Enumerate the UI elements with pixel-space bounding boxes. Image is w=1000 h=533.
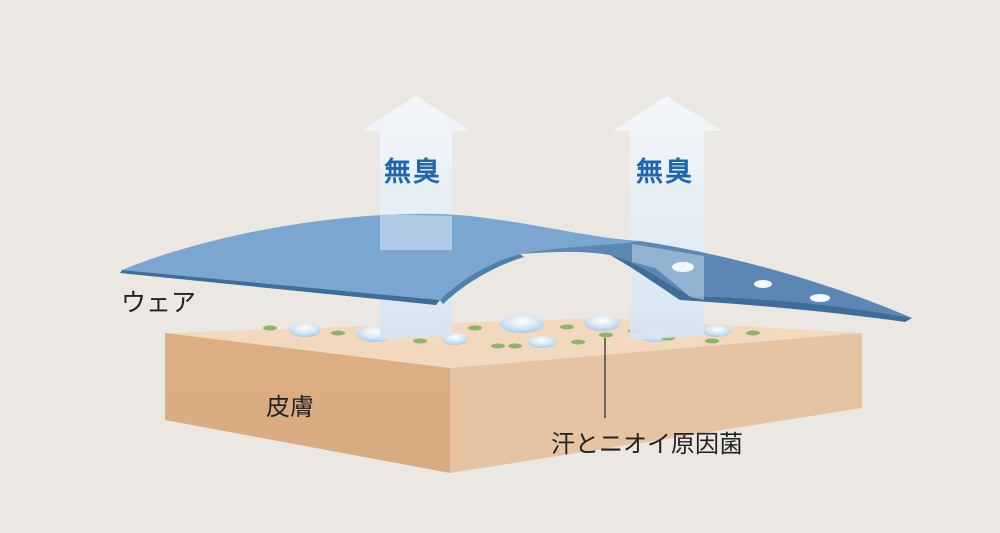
bacteria [263, 325, 277, 331]
sweat-drop [703, 325, 731, 337]
bacteria [705, 338, 719, 344]
sweat-in-fabric [810, 294, 830, 302]
wear-label: ウェア [121, 288, 197, 317]
arrow-right-through-fabric [632, 244, 704, 300]
bacteria [508, 343, 522, 349]
bacteria [491, 343, 505, 349]
sweat-drop [528, 336, 556, 348]
bacteria [560, 324, 574, 330]
bacteria [331, 330, 345, 336]
sweat-bacteria-label: 汗とニオイ原因菌 [551, 430, 743, 458]
skin-side-face [450, 333, 862, 473]
bacteria [599, 332, 613, 338]
sweat-drop [289, 323, 321, 337]
wear-fabric [120, 213, 912, 322]
bacteria [413, 338, 427, 344]
sweat-drop [500, 315, 544, 333]
bacteria [468, 325, 482, 331]
sweat-drop [584, 315, 620, 331]
skin-front-face [165, 333, 450, 473]
bacteria [571, 339, 585, 345]
arrow-left-through-fabric [380, 214, 452, 250]
sweat-in-fabric [672, 262, 694, 272]
arrow-label-right: 無臭 [636, 157, 694, 188]
sweat-in-fabric [754, 280, 772, 288]
bacteria [746, 330, 760, 336]
skin-label: 皮膚 [266, 393, 314, 421]
arrow-label-left: 無臭 [384, 157, 442, 188]
